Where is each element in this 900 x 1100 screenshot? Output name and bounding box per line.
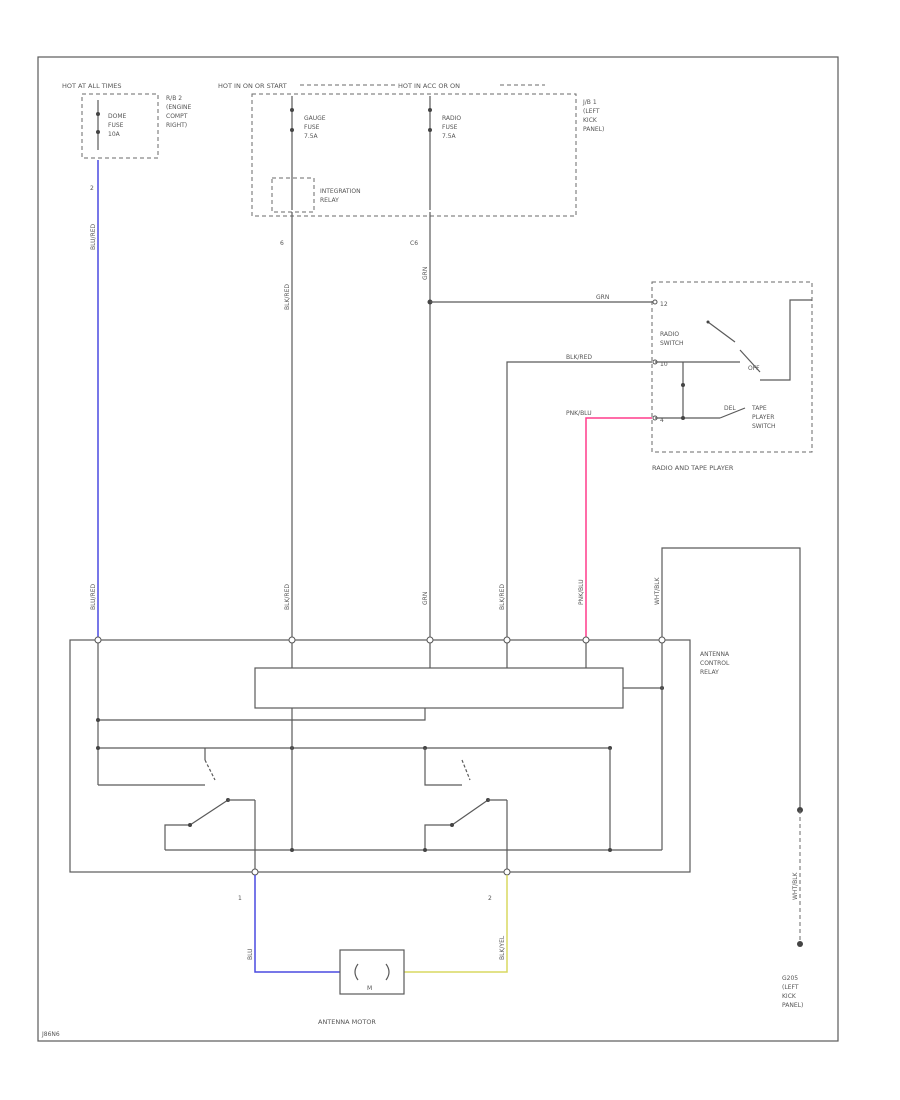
svg-text:FUSE: FUSE	[108, 122, 124, 129]
svg-text:4: 4	[660, 417, 664, 424]
svg-text:10A: 10A	[108, 131, 121, 138]
relay-wht-label: WHT/BLK	[654, 576, 661, 605]
grn-branch-label: GRN	[596, 294, 609, 301]
svg-text:(ENGINE: (ENGINE	[166, 104, 192, 111]
svg-text:GAUGE: GAUGE	[304, 115, 326, 122]
relay-pnk-label: PNK/BLU	[578, 579, 585, 605]
hot-all-times-label: HOT AT ALL TIMES	[62, 82, 122, 90]
hot-acc-on-label: HOT IN ACC OR ON	[398, 82, 460, 90]
svg-text:CONTROL: CONTROL	[700, 660, 730, 667]
pink-branch-wire	[585, 417, 652, 640]
blk-red-branch-wire	[506, 361, 652, 640]
antenna-motor-box	[339, 949, 405, 995]
relay-switch-left	[98, 748, 256, 870]
motor-icon: M	[354, 963, 390, 992]
radio-wire-label: GRN	[422, 267, 429, 280]
svg-text:PANEL): PANEL)	[782, 1002, 803, 1009]
svg-text:TAPE: TAPE	[751, 405, 767, 412]
svg-text:12: 12	[660, 301, 668, 308]
svg-text:7.5A: 7.5A	[304, 133, 319, 140]
relay-pin-1	[251, 868, 259, 876]
connector-2-label: 2	[90, 185, 94, 192]
svg-text:10: 10	[660, 361, 668, 368]
svg-text:7.5A: 7.5A	[442, 133, 457, 140]
relay-pin-2	[503, 868, 511, 876]
connector-6-label: 6	[280, 240, 284, 247]
svg-text:PANEL): PANEL)	[583, 126, 604, 133]
integration-relay-box	[271, 177, 315, 213]
motor-yel-wire	[404, 875, 508, 973]
svg-text:SWITCH: SWITCH	[660, 340, 684, 347]
pink-branch-label: PNK/BLU	[566, 410, 592, 417]
ground-wire	[661, 547, 801, 810]
svg-text:DEL: DEL	[724, 405, 736, 412]
radio-fuse: RADIO FUSE 7.5A J/B 1 (LEFT KICK PANEL)	[428, 96, 604, 210]
dome-fuse: DOME FUSE 10A R/B 2 (ENGINE COMPT RIGHT)	[96, 95, 192, 150]
svg-text:M: M	[367, 985, 372, 992]
gauge-fuse: GAUGE FUSE 7.5A INTEGRATION RELAY	[290, 96, 361, 210]
svg-text:(LEFT: (LEFT	[583, 108, 600, 115]
svg-text:R/B 2: R/B 2	[166, 95, 182, 102]
relay-blk2-label: BLK/RED	[499, 584, 506, 610]
antenna-relay-label: ANTENNA CONTROL RELAY	[700, 651, 730, 676]
antenna-motor-label: ANTENNA MOTOR	[318, 1018, 376, 1026]
ground-wire-label: WHT/BLK	[792, 871, 799, 900]
svg-text:DOME: DOME	[108, 113, 127, 120]
svg-text:ANTENNA: ANTENNA	[700, 651, 730, 658]
blue-wire-label: BLU/RED	[90, 223, 97, 250]
relay-grn-label: GRN	[422, 592, 429, 605]
junction-block-box	[251, 93, 577, 217]
relay-blu-label: BLU/RED	[90, 583, 97, 610]
radio-tape-player-box	[651, 281, 813, 453]
relay-switch-right	[424, 748, 508, 870]
svg-text:PLAYER: PLAYER	[752, 414, 774, 421]
hot-run-start-label: HOT IN ON OR START	[218, 82, 287, 90]
connector-c6-label: C6	[410, 240, 418, 247]
svg-text:KICK: KICK	[583, 117, 598, 124]
svg-text:FUSE: FUSE	[304, 124, 320, 131]
relay-control-module	[254, 667, 624, 709]
ground-point	[797, 941, 803, 947]
gauge-wire-label: BLK/RED	[284, 284, 291, 310]
blk-red-branch-label: BLK/RED	[566, 354, 592, 361]
svg-text:J/B 1: J/B 1	[582, 99, 597, 106]
tape-player-switch: DEL TAPE PLAYER SWITCH	[724, 405, 776, 430]
connector-1-label: 1	[238, 895, 242, 902]
relay-blk-label: BLK/RED	[284, 584, 291, 610]
ground-label: G205 (LEFT KICK PANEL)	[782, 975, 803, 1009]
svg-text:FUSE: FUSE	[442, 124, 458, 131]
antenna-control-relay-box	[69, 639, 691, 873]
motor-yel-label: BLK/YEL	[499, 935, 506, 960]
svg-text:RELAY: RELAY	[320, 197, 339, 204]
figure-id: J86N6	[41, 1031, 60, 1038]
svg-text:INTEGRATION: INTEGRATION	[320, 188, 361, 195]
svg-text:RADIO: RADIO	[442, 115, 461, 122]
motor-blu-label: BLU	[247, 948, 254, 960]
svg-text:RIGHT): RIGHT)	[166, 122, 187, 129]
radio-switch: RADIO SWITCH OFF 12 10 4	[652, 299, 812, 424]
outer-frame	[37, 56, 839, 1042]
svg-text:RELAY: RELAY	[700, 669, 719, 676]
svg-text:COMPT: COMPT	[166, 113, 188, 120]
svg-text:G205: G205	[782, 975, 798, 982]
svg-text:OFF: OFF	[748, 365, 760, 372]
dome-fuse-box	[81, 93, 159, 159]
svg-text:RADIO: RADIO	[660, 331, 679, 338]
svg-text:KICK: KICK	[782, 993, 797, 1000]
radio-tape-player-label: RADIO AND TAPE PLAYER	[652, 464, 734, 472]
motor-blu-wire	[254, 875, 340, 973]
svg-text:SWITCH: SWITCH	[752, 423, 776, 430]
connector-2b-label: 2	[488, 895, 492, 902]
svg-text:(LEFT: (LEFT	[782, 984, 799, 991]
